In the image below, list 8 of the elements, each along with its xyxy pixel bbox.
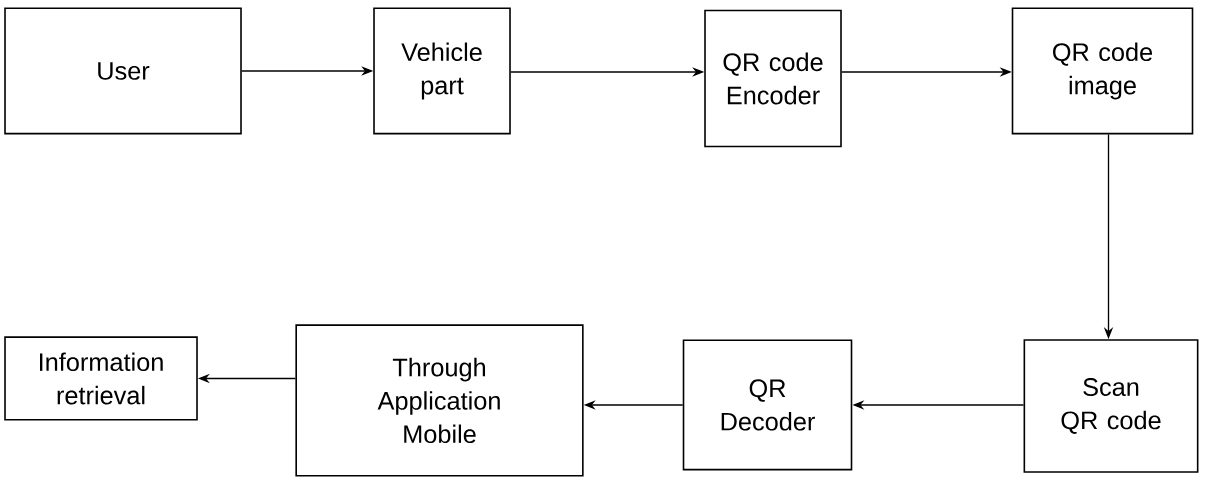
process-box: QR code image: [1011, 7, 1194, 135]
process-box: Vehicle part: [373, 7, 511, 135]
process-box: QR code Encoder: [704, 9, 842, 148]
process-box: QR Decoder: [682, 339, 853, 471]
process-box: Scan QR code: [1023, 339, 1199, 473]
process-box: User: [4, 7, 242, 135]
process-box: Through Application Mobile: [295, 324, 584, 477]
process-box: Information retrieval: [4, 336, 198, 421]
